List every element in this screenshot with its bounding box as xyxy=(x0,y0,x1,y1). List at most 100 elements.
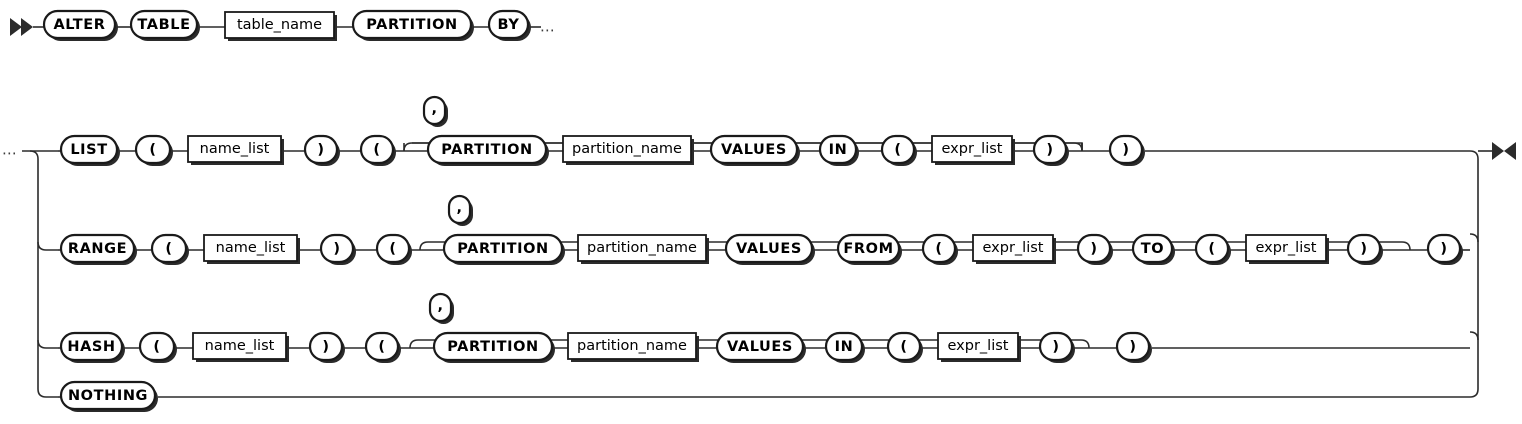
node-range-lparen-4-label: ( xyxy=(1208,241,1215,257)
node-list-rparen-3-label: ) xyxy=(1046,142,1053,158)
node-hash[interactable]: HASH xyxy=(59,331,125,363)
node-list-lparen-3-label: ( xyxy=(894,142,901,158)
node-list-partition-name[interactable]: partition_name xyxy=(562,135,694,165)
node-header-partition-label: PARTITION xyxy=(366,17,457,33)
node-hash-name-list[interactable]: name_list xyxy=(192,332,289,362)
node-header-partition[interactable]: PARTITION xyxy=(351,9,474,41)
node-hash-lparen-2-label: ( xyxy=(378,339,385,355)
node-list-lparen-2-label: ( xyxy=(373,142,380,158)
node-hash-partition-label: PARTITION xyxy=(447,339,538,355)
range-branch-row: , RANGE ( name_list ) xyxy=(58,194,1470,265)
node-range-to[interactable]: TO xyxy=(1131,233,1175,265)
node-range-lparen-4[interactable]: ( xyxy=(1194,233,1231,265)
node-list-rparen-2[interactable]: ) xyxy=(1108,134,1145,166)
node-alter[interactable]: ALTER xyxy=(42,9,118,41)
list-branch-row: , LIST ( name_list xyxy=(58,95,1470,166)
range-comma-node[interactable]: , xyxy=(447,194,473,226)
list-comma-node[interactable]: , xyxy=(422,95,448,127)
range-comma-label: , xyxy=(456,200,462,216)
node-range-rparen-1[interactable]: ) xyxy=(319,233,356,265)
node-list-lparen-2[interactable]: ( xyxy=(359,134,396,166)
node-list-values[interactable]: VALUES xyxy=(709,134,800,166)
node-range-name-list-label: name_list xyxy=(216,240,286,256)
node-range-lparen-3[interactable]: ( xyxy=(921,233,958,265)
header-row: ALTER TABLE table_name PARTITION xyxy=(10,9,555,41)
node-hash-values-label: VALUES xyxy=(727,339,793,355)
node-range-from-label: FROM xyxy=(843,241,893,257)
hash-comma-loop: , xyxy=(409,292,1090,349)
node-range-rparen-3[interactable]: ) xyxy=(1076,233,1113,265)
node-range-rparen-4-label: ) xyxy=(1360,241,1367,257)
nothing-branch-row: NOTHING xyxy=(58,380,1470,412)
node-list-label: LIST xyxy=(70,142,107,158)
node-range-lparen-3-label: ( xyxy=(935,241,942,257)
list-comma-label: , xyxy=(431,101,437,117)
node-table-name-label: table_name xyxy=(237,17,322,33)
node-list-rparen-2-label: ) xyxy=(1122,142,1129,158)
node-range-lparen-1-label: ( xyxy=(165,241,172,257)
node-list[interactable]: LIST xyxy=(59,134,120,166)
node-range-values[interactable]: VALUES xyxy=(724,233,815,265)
node-hash-rparen-2[interactable]: ) xyxy=(1115,331,1152,363)
node-list-lparen-3[interactable]: ( xyxy=(880,134,917,166)
node-range-expr-list-2-label: expr_list xyxy=(1256,240,1317,256)
node-list-name-list[interactable]: name_list xyxy=(187,135,284,165)
node-range-rparen-2-label: ) xyxy=(1440,241,1447,257)
node-list-expr-list[interactable]: expr_list xyxy=(931,135,1015,165)
node-range-name-list[interactable]: name_list xyxy=(203,234,300,264)
node-range-lparen-1[interactable]: ( xyxy=(150,233,189,265)
node-hash-in[interactable]: IN xyxy=(824,331,865,363)
node-table-name[interactable]: table_name xyxy=(224,11,337,41)
node-hash-rparen-3-label: ) xyxy=(1052,339,1059,355)
header-continuation-dots: ⋯ xyxy=(540,21,555,39)
end-arrow-icon xyxy=(1478,142,1516,160)
node-list-expr-list-label: expr_list xyxy=(942,141,1003,157)
node-list-partition-label: PARTITION xyxy=(441,142,532,158)
node-list-lparen-1-label: ( xyxy=(149,142,156,158)
hash-comma-node[interactable]: , xyxy=(428,292,454,324)
node-list-name-list-label: name_list xyxy=(200,141,270,157)
node-hash-label: HASH xyxy=(67,339,115,355)
node-nothing[interactable]: NOTHING xyxy=(59,380,158,412)
node-range-partition-name[interactable]: partition_name xyxy=(577,234,709,264)
node-hash-values[interactable]: VALUES xyxy=(715,331,806,363)
node-hash-partition[interactable]: PARTITION xyxy=(432,331,555,363)
node-hash-lparen-3-label: ( xyxy=(900,339,907,355)
node-table[interactable]: TABLE xyxy=(129,9,200,41)
node-hash-rparen-2-label: ) xyxy=(1129,339,1136,355)
node-hash-partition-name[interactable]: partition_name xyxy=(567,332,699,362)
node-hash-in-label: IN xyxy=(835,339,854,355)
node-range-expr-list-1[interactable]: expr_list xyxy=(972,234,1056,264)
node-by[interactable]: BY xyxy=(487,9,531,41)
node-hash-lparen-1[interactable]: ( xyxy=(138,331,177,363)
node-list-lparen-1[interactable]: ( xyxy=(134,134,173,166)
node-hash-lparen-3[interactable]: ( xyxy=(886,331,923,363)
node-hash-expr-list[interactable]: expr_list xyxy=(937,332,1021,362)
node-hash-lparen-2[interactable]: ( xyxy=(364,331,401,363)
range-comma-loop: , xyxy=(419,194,1411,251)
node-range-lparen-2[interactable]: ( xyxy=(375,233,412,265)
node-hash-rparen-3[interactable]: ) xyxy=(1038,331,1075,363)
node-list-rparen-3[interactable]: ) xyxy=(1032,134,1069,166)
node-range-values-label: VALUES xyxy=(736,241,802,257)
node-hash-rparen-1[interactable]: ) xyxy=(308,331,345,363)
node-list-partition[interactable]: PARTITION xyxy=(426,134,549,166)
node-list-in-label: IN xyxy=(829,142,848,158)
node-range-rparen-2[interactable]: ) xyxy=(1426,233,1463,265)
node-range-from[interactable]: FROM xyxy=(836,233,902,265)
node-list-rparen-1[interactable]: ) xyxy=(303,134,340,166)
branch-fan-right xyxy=(1469,142,1516,398)
node-range-partition[interactable]: PARTITION xyxy=(442,233,565,265)
node-range-rparen-4[interactable]: ) xyxy=(1346,233,1383,265)
node-list-rparen-1-label: ) xyxy=(317,142,324,158)
branch-fan-left: ⋯ xyxy=(2,144,58,398)
list-continuation-dots: ⋯ xyxy=(2,144,17,162)
node-alter-label: ALTER xyxy=(53,17,105,33)
node-hash-expr-list-label: expr_list xyxy=(948,338,1009,354)
node-range-rparen-1-label: ) xyxy=(333,241,340,257)
node-range[interactable]: RANGE xyxy=(59,233,137,265)
node-list-in[interactable]: IN xyxy=(818,134,859,166)
node-range-expr-list-2[interactable]: expr_list xyxy=(1245,234,1329,264)
